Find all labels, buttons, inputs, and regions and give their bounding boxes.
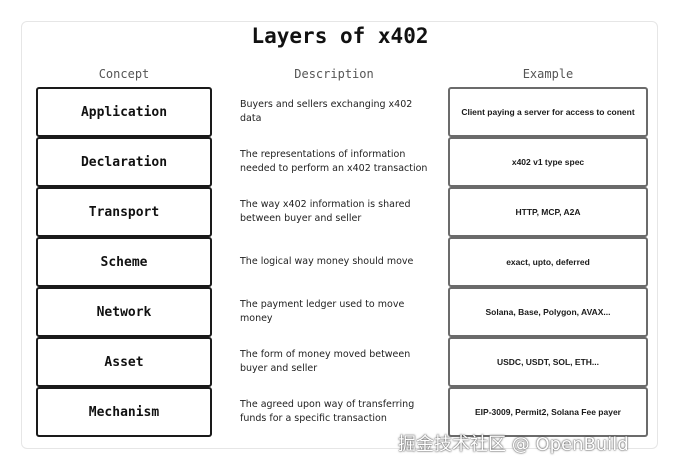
example-box: EIP-3009, Permit2, Solana Fee payer <box>448 387 648 437</box>
description-text: The way x402 information is shared betwe… <box>240 199 411 224</box>
description-text: The payment ledger used to move money <box>240 299 405 324</box>
example-box: Client paying a server for access to con… <box>448 87 648 137</box>
layer-row-transport: Transport The way x402 information is sh… <box>0 187 680 237</box>
example-box: exact, upto, deferred <box>448 237 648 287</box>
column-header-description: Description <box>294 67 374 81</box>
column-header-concept: Concept <box>98 67 150 81</box>
layer-row-network: Network The payment ledger used to move … <box>0 287 680 337</box>
layer-row-mechanism: Mechanism The agreed upon way of transfe… <box>0 387 680 437</box>
column-header-example: Example <box>522 67 574 81</box>
watermark-text: 掘金技术社区 @ OpenBuild <box>398 434 629 455</box>
description-text: The agreed upon way of transferring fund… <box>240 399 415 424</box>
layer-row-declaration: Declaration The representations of infor… <box>0 137 680 187</box>
concept-box: Declaration <box>36 137 212 187</box>
example-box: HTTP, MCP, A2A <box>448 187 648 237</box>
description-text: Buyers and sellers exchanging x402 data <box>240 99 413 124</box>
description-text: The form of money moved between buyer an… <box>240 349 411 374</box>
concept-box: Transport <box>36 187 212 237</box>
layer-row-asset: Asset The form of money moved between bu… <box>0 337 680 387</box>
diagram-title: Layers of x402 <box>251 24 429 48</box>
concept-box: Scheme <box>36 237 212 287</box>
layer-row-scheme: Scheme The logical way money should move… <box>0 237 680 287</box>
concept-box: Network <box>36 287 212 337</box>
description-text: The logical way money should move <box>240 256 414 267</box>
layer-row-application: Application Buyers and sellers exchangin… <box>0 87 680 137</box>
concept-box: Mechanism <box>36 387 212 437</box>
example-box: Solana, Base, Polygon, AVAX... <box>448 287 648 337</box>
description-text: The representations of information neede… <box>240 149 428 174</box>
concept-box: Asset <box>36 337 212 387</box>
example-box: x402 v1 type spec <box>448 137 648 187</box>
concept-box: Application <box>36 87 212 137</box>
example-box: USDC, USDT, SOL, ETH... <box>448 337 648 387</box>
